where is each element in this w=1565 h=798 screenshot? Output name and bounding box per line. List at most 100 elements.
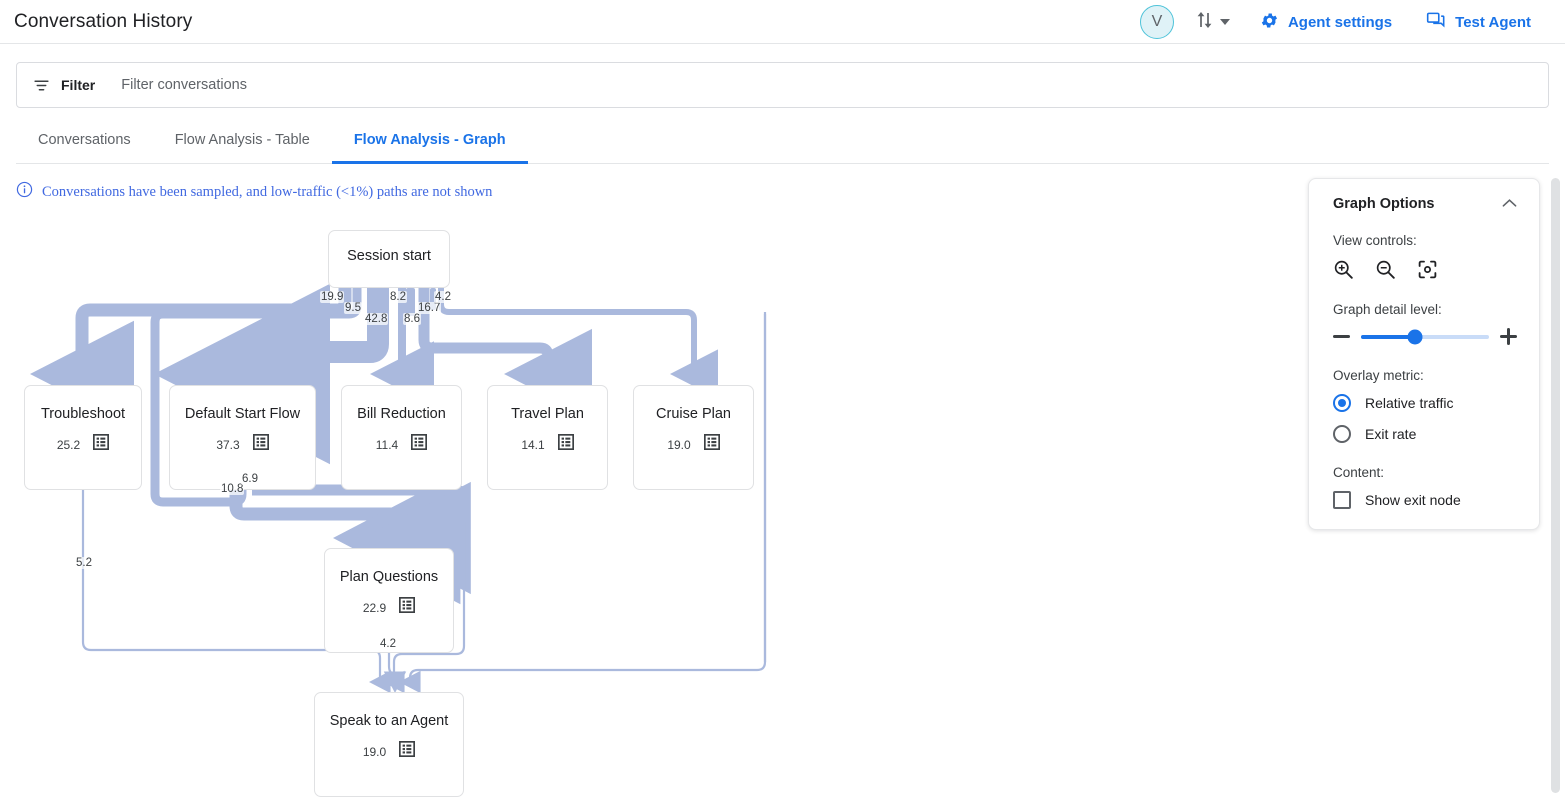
tab-flow-analysis-table[interactable]: Flow Analysis - Table <box>174 132 310 148</box>
node-label: Travel Plan <box>511 406 584 422</box>
node-detail-icon[interactable] <box>557 433 574 455</box>
edge-label: 9.5 <box>344 302 362 314</box>
graph-node-troubleshoot[interactable]: Troubleshoot 25.2 <box>24 385 142 490</box>
zoom-in-icon[interactable] <box>1333 259 1354 280</box>
edge-label: 16.7 <box>417 302 442 314</box>
radio-label: Relative traffic <box>1365 395 1454 411</box>
tab-flow-analysis-graph[interactable]: Flow Analysis - Graph <box>331 122 528 164</box>
edge-label: 10.8 <box>220 483 245 495</box>
radio-relative-traffic[interactable]: Relative traffic <box>1333 394 1517 412</box>
sampling-banner-text: Conversations have been sampled, and low… <box>42 183 493 200</box>
graph-options-panel: Graph Options View controls: <box>1308 178 1540 530</box>
node-value: 22.9 <box>362 600 387 615</box>
node-label: Session start <box>347 248 431 264</box>
radio-button[interactable] <box>1333 394 1351 412</box>
agent-settings-link[interactable]: Agent settings <box>1260 11 1392 34</box>
edge-label: 42.8 <box>364 313 389 325</box>
edge-label: 8.2 <box>389 291 407 303</box>
node-value: 37.3 <box>216 437 240 452</box>
test-agent-label: Test Agent <box>1455 13 1531 31</box>
node-detail-icon[interactable] <box>411 433 428 455</box>
edge-label: 4.2 <box>434 291 452 303</box>
filter-icon[interactable] <box>33 77 50 94</box>
node-meta: 14.1 <box>521 433 574 455</box>
sampling-banner: Conversations have been sampled, and low… <box>16 181 1565 203</box>
test-agent-link[interactable]: Test Agent <box>1426 11 1531 34</box>
page-title: Conversation History <box>14 10 193 32</box>
node-detail-icon[interactable] <box>93 433 110 455</box>
header-actions: V Agent settings <box>1139 0 1565 44</box>
plus-icon[interactable] <box>1500 328 1517 345</box>
node-meta: 19.0 <box>667 433 720 455</box>
filter-input[interactable] <box>119 76 1548 94</box>
node-meta: 37.3 <box>216 433 269 455</box>
flow-graph-edges <box>30 283 767 694</box>
zoom-out-icon[interactable] <box>1375 259 1396 280</box>
graph-options-header[interactable]: Graph Options <box>1333 195 1517 213</box>
overlay-metric-label: Overlay metric: <box>1333 368 1424 383</box>
node-value: 14.1 <box>521 437 545 452</box>
sort-control[interactable] <box>1196 10 1230 35</box>
node-detail-icon[interactable] <box>703 433 720 455</box>
center-focus-icon[interactable] <box>1417 259 1438 280</box>
node-value: 11.4 <box>375 437 399 452</box>
node-label: Bill Reduction <box>357 406 446 422</box>
node-label: Cruise Plan <box>656 406 731 422</box>
sort-arrows-icon <box>1196 10 1213 35</box>
content-label: Content: <box>1333 465 1385 480</box>
view-controls-label: View controls: <box>1333 233 1417 248</box>
info-icon <box>16 181 33 203</box>
graph-node-cruise-plan[interactable]: Cruise Plan 19.0 <box>633 385 754 490</box>
checkbox-show-exit-node[interactable]: Show exit node <box>1333 491 1517 509</box>
slider-fill <box>1361 334 1415 339</box>
node-value: 25.2 <box>56 437 81 452</box>
node-meta: 19.0 <box>362 740 416 762</box>
detail-level-slider-row <box>1333 328 1517 345</box>
node-label: Default Start Flow <box>184 406 301 422</box>
app-header: Conversation History V <box>0 0 1565 44</box>
edge-label: 8.6 <box>403 313 421 325</box>
edge-label: 6.9 <box>241 473 259 485</box>
tab-conversations[interactable]: Conversations <box>38 132 131 148</box>
graph-node-bill-reduction[interactable]: Bill Reduction 11.4 <box>341 385 462 490</box>
graph-node-session-start[interactable]: Session start <box>328 230 450 288</box>
edge-label: 19.9 <box>320 291 345 303</box>
minus-icon[interactable] <box>1333 335 1350 338</box>
checkbox-label: Show exit node <box>1365 492 1461 508</box>
view-controls-row <box>1333 259 1517 280</box>
chevron-down-icon <box>1219 19 1230 25</box>
filter-label: Filter <box>61 77 96 93</box>
node-meta: 22.9 <box>362 596 416 618</box>
edge-label: 4.2 <box>379 638 397 650</box>
node-detail-icon[interactable] <box>252 433 269 455</box>
graph-node-plan-questions[interactable]: Plan Questions 22.9 <box>324 548 454 653</box>
node-meta: 25.2 <box>56 433 110 455</box>
vertical-scrollbar[interactable] <box>1551 178 1560 793</box>
checkbox[interactable] <box>1333 491 1351 509</box>
node-value: 19.0 <box>667 437 691 452</box>
agent-settings-label: Agent settings <box>1287 13 1393 31</box>
gear-icon <box>1260 11 1279 34</box>
radio-exit-rate[interactable]: Exit rate <box>1333 425 1517 443</box>
detail-level-slider[interactable] <box>1361 329 1489 344</box>
radio-label: Exit rate <box>1365 426 1417 442</box>
edge-label: 5.2 <box>75 557 93 569</box>
graph-options-title: Graph Options <box>1333 196 1435 212</box>
chevron-up-icon[interactable] <box>1502 195 1517 213</box>
node-label: Speak to an Agent <box>329 713 449 729</box>
avatar-initial: V <box>1151 13 1163 30</box>
node-label: Plan Questions <box>339 569 439 585</box>
node-detail-icon[interactable] <box>399 596 416 618</box>
flow-graph-canvas[interactable]: Session start Troubleshoot 25.2 Default … <box>0 222 1543 798</box>
node-meta: 11.4 <box>375 433 428 455</box>
slider-thumb[interactable] <box>1407 329 1423 344</box>
tab-bar: Conversations Flow Analysis - Table Flow… <box>16 122 1549 164</box>
node-value: 19.0 <box>362 744 387 759</box>
radio-button[interactable] <box>1333 425 1351 443</box>
graph-node-default-start-flow[interactable]: Default Start Flow 37.3 <box>169 385 316 490</box>
graph-node-travel-plan[interactable]: Travel Plan 14.1 <box>487 385 608 490</box>
node-detail-icon[interactable] <box>399 740 416 762</box>
avatar[interactable]: V <box>1139 5 1174 39</box>
graph-node-speak-to-an-agent[interactable]: Speak to an Agent 19.0 <box>314 692 464 797</box>
detail-level-label: Graph detail level: <box>1333 302 1442 317</box>
